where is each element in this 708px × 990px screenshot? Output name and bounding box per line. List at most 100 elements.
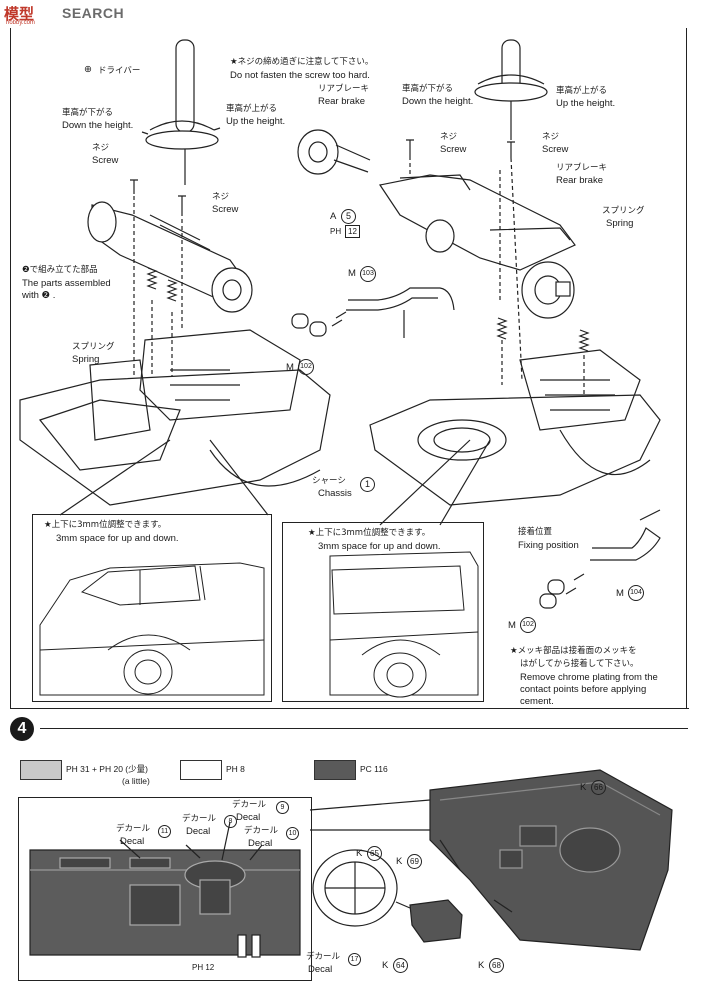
- ph12-label: PH 12: [192, 963, 215, 972]
- decal11-jp: デカール: [116, 824, 151, 834]
- paint-swatch-gray: [20, 760, 62, 780]
- k66-number: 66: [591, 780, 606, 795]
- paint-swatch-gray-label: PH 31 + PH 20 (少量): [66, 764, 148, 774]
- site-logo-en: SEARCH: [62, 5, 125, 21]
- spring-left-en: Spring: [72, 354, 100, 365]
- chrome-jp1: ★メッキ部品は接着面のメッキを: [510, 646, 637, 656]
- m102-number: 102: [298, 359, 314, 375]
- chassis-en: Chassis: [318, 488, 352, 499]
- phillips-icon: ⊕: [84, 64, 92, 75]
- step4-detail-box: [18, 797, 312, 981]
- step3-frame: [10, 28, 689, 709]
- screw-r2-en: Screw: [542, 144, 569, 155]
- chrome-en2: contact points before applying: [520, 684, 647, 695]
- screw-mid-jp: ネジ: [212, 192, 230, 202]
- screw-r1-jp: ネジ: [440, 132, 458, 142]
- k68-number: 68: [489, 958, 504, 973]
- screw-r2-jp: ネジ: [542, 132, 560, 142]
- site-logo-sub: hobby.com: [6, 20, 35, 26]
- step-number-badge: 4: [10, 717, 34, 741]
- decal8-number: 8: [224, 815, 237, 828]
- m104-number: 104: [628, 585, 644, 601]
- fix-pos-en: Fixing position: [518, 540, 579, 551]
- decal10-jp: デカール: [244, 826, 279, 836]
- right-up-jp: 車高が上がる: [556, 86, 608, 96]
- screw-mid-en: Screw: [212, 204, 239, 215]
- rear-brake-right-en: Rear brake: [556, 175, 603, 186]
- decal9-jp: デカール: [232, 800, 267, 810]
- m103-number: 103: [360, 266, 376, 282]
- note-screw-jp: ★ネジの締め過ぎに注意して下さい。: [230, 57, 374, 67]
- decal11-number: 11: [158, 825, 171, 838]
- left-up-en: Up the height.: [226, 116, 286, 127]
- assembled-en2: with ❷ .: [22, 290, 56, 301]
- k69-letter: K: [396, 856, 403, 867]
- k64-number: 64: [393, 958, 408, 973]
- spring-right-en: Spring: [606, 218, 634, 229]
- decal11-en: Decal: [120, 836, 145, 847]
- k66-letter: K: [580, 782, 587, 793]
- paint-swatch-dark-label: PC 116: [360, 764, 388, 774]
- part-ph-letter: PH: [330, 227, 342, 236]
- note-screw-en: Do not fasten the screw too hard.: [230, 70, 370, 81]
- k64-letter: K: [382, 960, 389, 971]
- rear-brake-left-jp: リアブレーキ: [318, 84, 370, 94]
- screw-left-jp: ネジ: [92, 143, 110, 153]
- inset-rear-van: [282, 522, 484, 702]
- assembled-jp: ❷で組み立てた部品: [22, 265, 98, 275]
- decal10-en: Decal: [248, 838, 273, 849]
- chrome-jp2: はがしてから接着して下さい。: [520, 659, 639, 669]
- inset-front-van: [32, 514, 272, 702]
- assembled-en1: The parts assembled: [22, 278, 111, 289]
- left-down-en: Down the height.: [62, 120, 134, 131]
- m103-letter: M: [348, 268, 356, 279]
- k69-number: 69: [407, 854, 422, 869]
- decal17-en: Decal: [308, 964, 333, 975]
- part-a-number: 5: [341, 209, 356, 224]
- site-logo-jp: 模型: [4, 5, 35, 23]
- right-down-jp: 車高が下がる: [402, 84, 454, 94]
- chrome-en3: cement.: [520, 696, 554, 707]
- step3-frame-right: [686, 28, 687, 708]
- rear-brake-left-en: Rear brake: [318, 96, 365, 107]
- k65-letter: K: [356, 848, 363, 859]
- spring-right-jp: スプリング: [602, 206, 645, 216]
- decal17-jp: デカール: [306, 952, 341, 962]
- m102b-letter: M: [508, 620, 516, 631]
- screw-left-en: Screw: [92, 155, 119, 166]
- inset-front-en: 3mm space for up and down.: [56, 533, 179, 544]
- k68-letter: K: [478, 960, 485, 971]
- paint-swatch-dark: [314, 760, 356, 780]
- paint-swatch-gray-sub: (a little): [122, 776, 150, 786]
- m102b-number: 102: [520, 617, 536, 633]
- chassis-part-number: 1: [360, 477, 375, 492]
- screw-r1-en: Screw: [440, 144, 467, 155]
- inset-front-jp: ★上下に3mm位調整できます。: [44, 520, 167, 530]
- decal9-en: Decal: [236, 812, 261, 823]
- part-a-letter: A: [330, 211, 337, 222]
- left-up-jp: 車高が上がる: [226, 104, 278, 114]
- driver-label: ドライバー: [98, 66, 141, 76]
- inset-rear-jp: ★上下に3mm位調整できます。: [308, 528, 431, 538]
- k65-number: 65: [367, 846, 382, 861]
- left-down-jp: 車高が下がる: [62, 108, 114, 118]
- decal8-jp: デカール: [182, 814, 217, 824]
- chrome-en1: Remove chrome plating from the: [520, 672, 658, 683]
- decal17-number: 17: [348, 953, 361, 966]
- decal9-number: 9: [276, 801, 289, 814]
- chassis-jp: シャーシ: [312, 476, 346, 486]
- paint-swatch-white-label: PH 8: [226, 764, 245, 774]
- decal8-en: Decal: [186, 826, 211, 837]
- right-up-en: Up the height.: [556, 98, 616, 109]
- watermark-header: 模型 SEARCH hobby.com: [0, 0, 708, 26]
- paint-swatch-white: [180, 760, 222, 780]
- part-ph-number: 12: [345, 225, 360, 238]
- m102-letter: M: [286, 362, 294, 373]
- decal10-number: 10: [286, 827, 299, 840]
- inset-rear-en: 3mm space for up and down.: [318, 541, 441, 552]
- fix-pos-jp: 接着位置: [518, 527, 553, 537]
- spring-left-jp: スプリング: [72, 342, 115, 352]
- right-down-en: Down the height.: [402, 96, 474, 107]
- m104-letter: M: [616, 588, 624, 599]
